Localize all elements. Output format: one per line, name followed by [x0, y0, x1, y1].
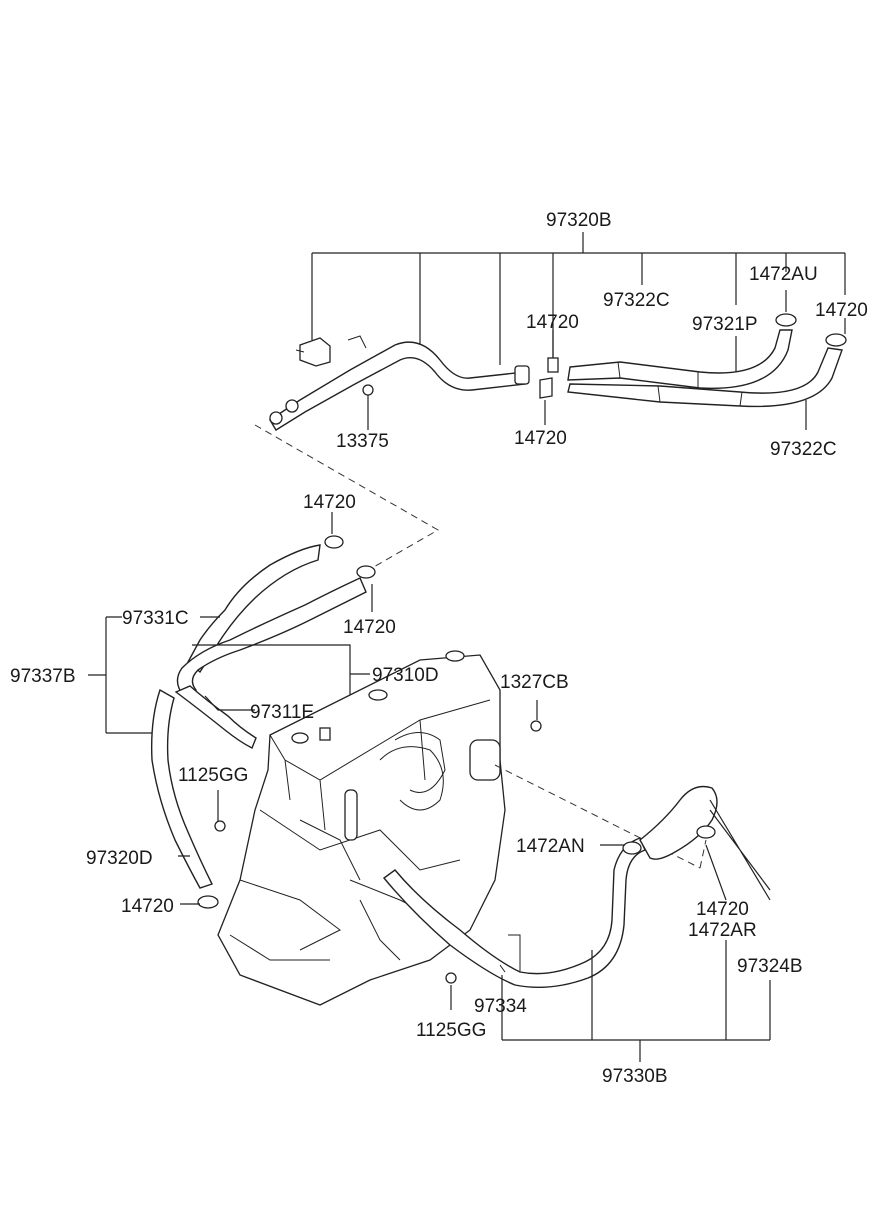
- label-97322C: 97322C: [770, 439, 837, 460]
- part-labels: 97320B 14720 97322C 1472AU 14720 97321P …: [10, 210, 868, 1087]
- label-1472AR: 1472AR: [688, 920, 757, 941]
- label-1472AU: 1472AU: [749, 264, 818, 285]
- label-97311E: 97311E: [250, 702, 314, 723]
- label-97321P: 97321P: [692, 314, 758, 335]
- label-14720: 14720: [526, 312, 579, 333]
- label-14720: 14720: [303, 492, 356, 513]
- label-14720: 14720: [343, 617, 396, 638]
- connection-line-lower: [494, 764, 707, 869]
- label-97310D: 97310D: [372, 665, 439, 686]
- label-1125GG: 1125GG: [178, 765, 248, 786]
- label-97330B: 97330B: [602, 1066, 668, 1087]
- label-14720: 14720: [696, 899, 749, 920]
- label-1472AN: 1472AN: [516, 836, 585, 857]
- label-97334: 97334: [474, 996, 527, 1017]
- label-14720: 14720: [121, 896, 174, 917]
- label-13375: 13375: [336, 431, 389, 452]
- label-97322C: 97322C: [603, 290, 670, 311]
- label-97320B: 97320B: [546, 210, 612, 231]
- lower-right-hose-group: [382, 785, 771, 1062]
- label-14720: 14720: [815, 300, 868, 321]
- top-hose-assembly: [269, 232, 847, 431]
- middle-hose-group: [88, 512, 376, 909]
- label-1125GG: 1125GG: [416, 1020, 486, 1041]
- label-14720: 14720: [514, 428, 567, 449]
- label-1327CB: 1327CB: [500, 672, 569, 693]
- label-97320D: 97320D: [86, 848, 153, 869]
- label-97324B: 97324B: [737, 956, 803, 977]
- label-97331C: 97331C: [122, 608, 189, 629]
- label-97337B: 97337B: [10, 666, 76, 687]
- connection-line-upper: [254, 424, 440, 569]
